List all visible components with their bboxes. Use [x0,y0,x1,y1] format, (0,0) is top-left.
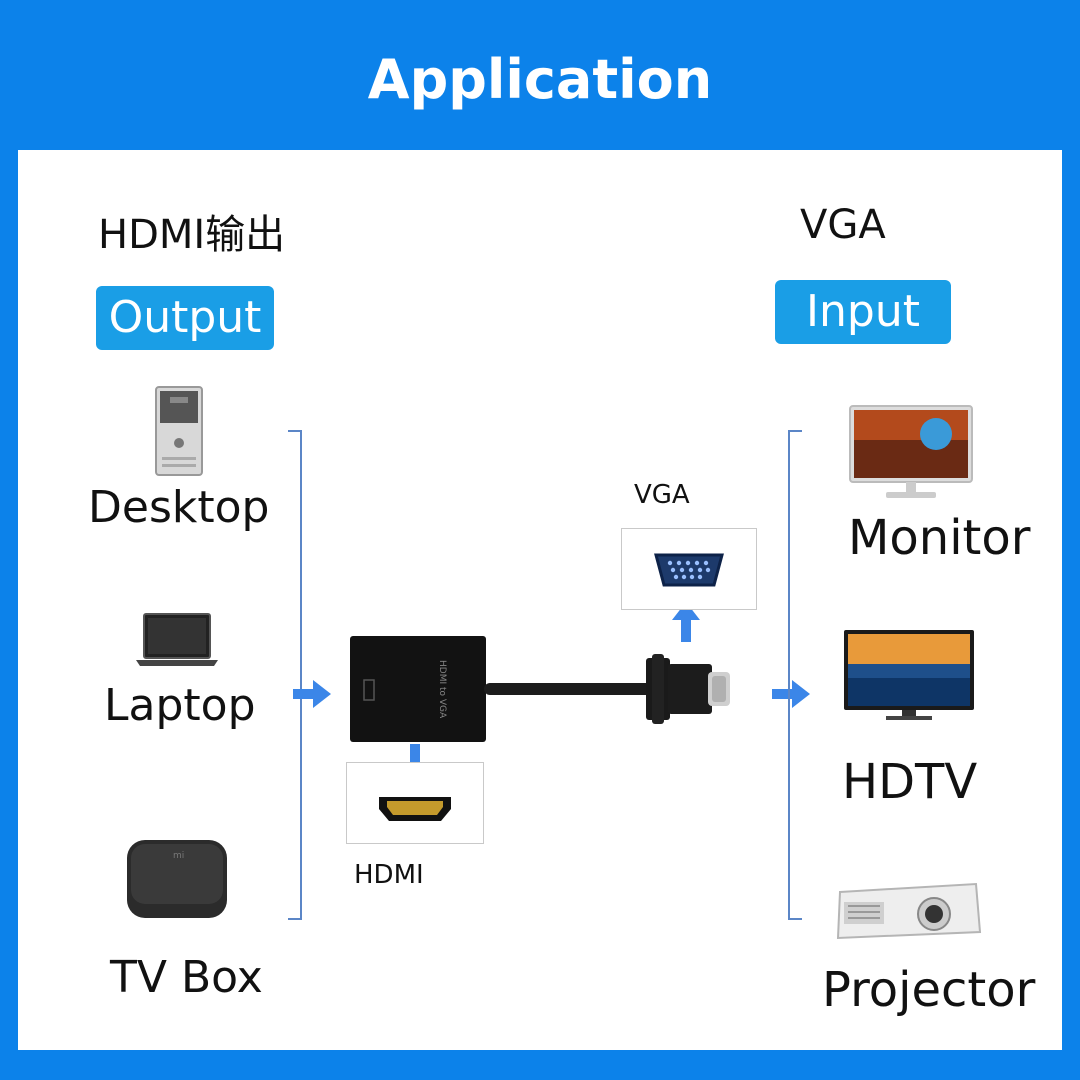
laptop-icon [134,612,220,668]
vga-plug [646,654,738,724]
hdmi-port-box [346,762,484,844]
desktop-tower-icon [154,385,204,477]
arrow-up-icon [672,602,700,642]
vga-port-icon [654,553,724,587]
arrow-right-icon [772,680,812,708]
display-label-monitor: Monitor [848,510,1031,566]
source-label-desktop: Desktop [88,482,270,533]
display-label-hdtv: HDTV [842,754,978,810]
hdmi-port-label: HDMI [354,860,424,890]
vga-port-label: VGA [634,480,690,510]
source-label-laptop: Laptop [104,680,256,731]
arrow-right-icon [293,680,333,708]
svg-text:HDMI to VGA: HDMI to VGA [437,660,447,719]
displays-bracket [788,430,802,920]
tv-box-icon: mi [125,838,229,922]
sources-bracket [288,430,302,920]
output-badge: Output [96,286,274,350]
hdmi-port-icon [379,797,451,821]
page-title: Application [367,48,713,111]
input-heading: VGA [800,202,886,248]
source-label-tv-box: TV Box [110,952,263,1003]
output-heading: HDMI输出 [98,212,286,258]
vga-port-box [621,528,757,610]
svg-text:mi: mi [173,851,184,861]
cable [484,683,652,695]
projector-icon [834,874,982,944]
monitor-icon [848,404,974,500]
display-label-projector: Projector [822,962,1036,1018]
input-badge: Input [775,280,951,344]
hdtv-icon [842,628,976,722]
adapter-box: HDMI to VGA [350,636,486,742]
